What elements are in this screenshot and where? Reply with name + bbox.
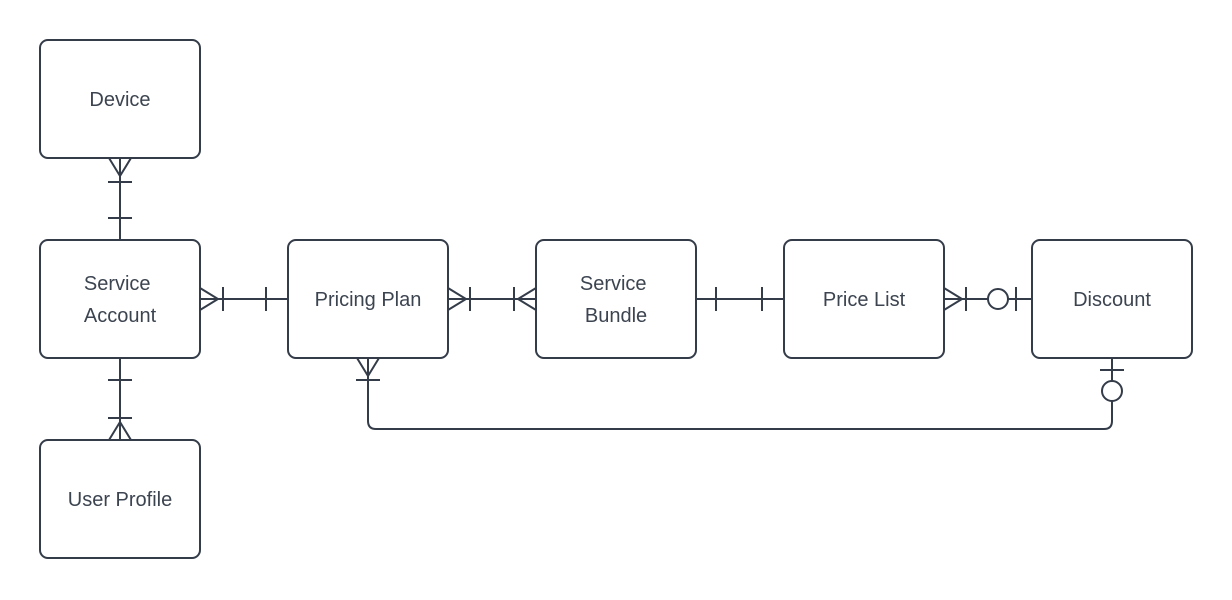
entity-box[interactable] [287, 239, 449, 359]
entity-box[interactable] [1031, 239, 1193, 359]
entity-box[interactable] [39, 439, 201, 559]
relationship-service-account-user-profile[interactable] [108, 358, 132, 441]
entity-label-line: Service [580, 273, 647, 295]
entity-box[interactable] [535, 239, 697, 359]
entity-label-line: Account [84, 305, 157, 327]
crow-foot-many-marker [943, 287, 964, 311]
entity-pricing-plan[interactable]: Pricing Plan [287, 239, 449, 359]
zero-circle-marker [987, 288, 1009, 310]
entity-label: Price List [823, 289, 906, 311]
crow-foot-many-marker [199, 287, 220, 311]
entity-label-line: User Profile [68, 489, 172, 511]
relationship-pricing-plan-discount[interactable] [356, 357, 1124, 430]
entity-user-profile[interactable]: User Profile [39, 439, 201, 559]
relationship-line[interactable] [367, 358, 1113, 430]
entity-label: Device [89, 89, 150, 111]
relationship-service-bundle-price-list[interactable] [696, 287, 784, 311]
entity-box[interactable] [39, 239, 201, 359]
entity-label: Service Bundle [580, 273, 652, 327]
entity-label: Discount [1073, 289, 1151, 311]
entity-box[interactable] [39, 39, 201, 159]
zero-circle-marker [1101, 380, 1123, 402]
crow-foot-many-marker [108, 420, 132, 441]
relationship-service-account-pricing-plan[interactable] [199, 287, 288, 311]
entity-label: Pricing Plan [315, 289, 422, 311]
entity-discount[interactable]: Discount [1031, 239, 1193, 359]
entity-service-account[interactable]: Service Account [39, 239, 201, 359]
relationship-device-service-account[interactable] [108, 157, 132, 240]
entity-service-bundle[interactable]: Service Bundle [535, 239, 697, 359]
entity-box[interactable] [783, 239, 945, 359]
entity-label-line: Price List [823, 289, 906, 311]
crow-foot-many-marker [108, 157, 132, 178]
entity-device[interactable]: Device [39, 39, 201, 159]
entity-label-line: Device [89, 89, 150, 111]
entity-label: User Profile [68, 489, 172, 511]
relationship-price-list-discount[interactable] [943, 287, 1032, 311]
relationship-pricing-plan-service-bundle[interactable] [447, 287, 537, 311]
entity-label-line: Service [84, 273, 151, 295]
entity-label: Service Account [84, 273, 157, 327]
entity-label-line: Discount [1073, 289, 1151, 311]
entity-label-line: Pricing Plan [315, 289, 422, 311]
crow-foot-many-marker [447, 287, 468, 311]
entity-price-list[interactable]: Price List [783, 239, 945, 359]
crow-foot-many-marker [516, 287, 537, 311]
crow-foot-many-marker [356, 357, 380, 378]
entity-label-line: Bundle [585, 305, 647, 327]
